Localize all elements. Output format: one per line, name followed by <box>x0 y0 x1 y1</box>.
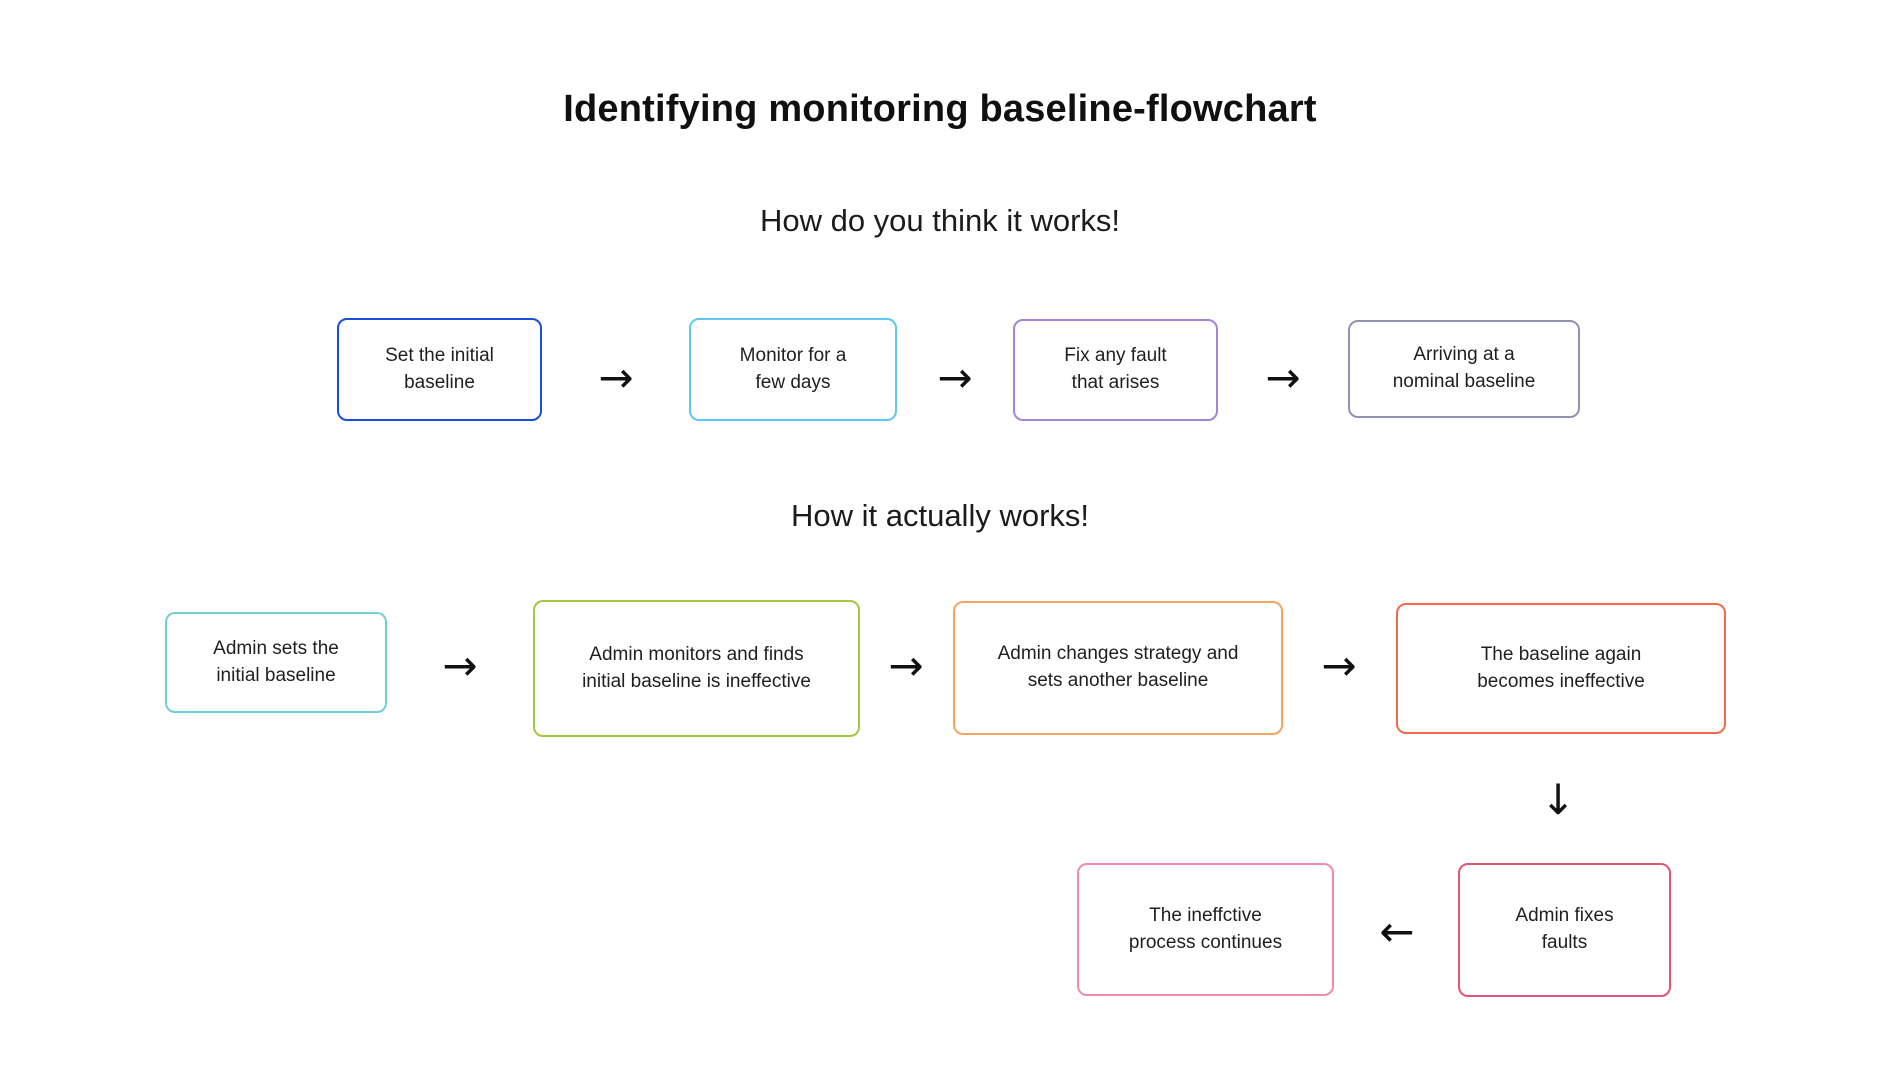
right-arrow-icon: → <box>1265 353 1301 402</box>
flow-box-label: Admin sets the initial baseline <box>213 637 339 686</box>
page-title: Identifying monitoring baseline-flowchar… <box>563 88 1317 130</box>
flow-box-admin-monitors-ineffective: Admin monitors and finds initial baselin… <box>533 600 860 737</box>
flow-box-label: Set the initial baseline <box>385 344 494 393</box>
right-arrow-icon: → <box>888 641 924 690</box>
flow-box-label: The ineffctive process continues <box>1128 904 1283 953</box>
right-arrow-icon: → <box>442 641 478 690</box>
flow-box-label: The baseline again becomes ineffective <box>1477 643 1645 692</box>
right-arrow-icon: → <box>937 353 973 402</box>
flow-box-label: Monitor for a few days <box>739 344 847 393</box>
section-heading-actual: How it actually works! <box>790 498 1090 533</box>
left-arrow-icon: ← <box>1379 907 1415 956</box>
section-heading-expected: How do you think it works! <box>759 203 1121 238</box>
flow-box-admin-fixes-faults: Admin fixes faults <box>1458 863 1671 997</box>
flow-box-label: Admin fixes faults <box>1515 905 1614 953</box>
flow-box-set-initial-baseline: Set the initial baseline <box>337 318 542 421</box>
flow-box-nominal-baseline: Arriving at a nominal baseline <box>1348 320 1580 418</box>
flow-box-label: Arriving at a nominal baseline <box>1392 344 1536 392</box>
flow-box-label: Admin changes strategy and sets another … <box>997 643 1239 691</box>
flow-box-fix-any-fault: Fix any fault that arises <box>1013 319 1218 421</box>
flow-box-monitor-few-days: Monitor for a few days <box>689 318 897 421</box>
flow-box-label: Fix any fault that arises <box>1064 345 1167 393</box>
flow-box-admin-changes-strategy: Admin changes strategy and sets another … <box>953 601 1283 735</box>
flow-box-ineffective-process-continues: The ineffctive process continues <box>1077 863 1334 996</box>
flow-box-admin-sets-baseline: Admin sets the initial baseline <box>165 612 387 713</box>
right-arrow-icon: → <box>1321 641 1357 690</box>
flow-box-label: Admin monitors and finds initial baselin… <box>582 643 811 692</box>
right-arrow-icon: → <box>598 353 634 402</box>
flow-box-baseline-again-ineffective: The baseline again becomes ineffective <box>1396 603 1726 734</box>
down-arrow-icon: ↓ <box>1540 775 1576 824</box>
